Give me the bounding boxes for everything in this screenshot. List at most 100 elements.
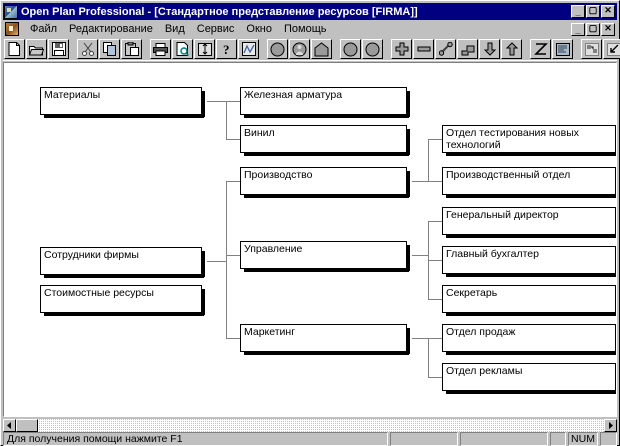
restore-button[interactable]: ▢	[586, 5, 600, 18]
toolbar: ?	[3, 38, 620, 61]
diagram-node-label: Генеральный директор	[446, 209, 559, 221]
layout-icon[interactable]	[581, 39, 602, 59]
connector-line	[226, 181, 241, 182]
window-title: Open Plan Professional - [Стандартное пр…	[21, 5, 418, 18]
diagram-node-rebar[interactable]: Железная арматура	[240, 87, 410, 118]
network-icon[interactable]	[238, 39, 259, 59]
mdi-close-button[interactable]: ✕	[601, 22, 615, 36]
connector-line	[428, 299, 443, 300]
connector-line	[412, 338, 429, 339]
scrollbar-track[interactable]	[16, 419, 604, 432]
cut-scissors-icon[interactable]	[77, 39, 98, 59]
resource-person-icon[interactable]	[289, 39, 310, 59]
step-icon[interactable]	[457, 39, 478, 59]
scroll-left-icon[interactable]	[3, 419, 16, 432]
diagram-node-salesdept[interactable]: Отдел продаж	[442, 324, 616, 355]
add-plus-icon[interactable]	[391, 39, 412, 59]
connector-line	[226, 338, 241, 339]
scroll-right-icon[interactable]	[604, 419, 617, 432]
connector-line	[412, 255, 429, 256]
status-message: Для получения помощи нажмите F1	[3, 432, 388, 446]
connector-line	[428, 338, 429, 377]
connector-line	[428, 139, 443, 140]
zigzag-icon[interactable]	[530, 39, 551, 59]
connector-line	[226, 139, 241, 140]
menu-item-file[interactable]: Файл	[30, 23, 58, 35]
connector-line	[428, 221, 443, 222]
status-badge-num: NUM	[568, 432, 598, 446]
connector-line	[428, 260, 443, 261]
status-pane-4	[550, 432, 566, 446]
connector-line	[226, 255, 241, 256]
help-question-icon[interactable]: ?	[216, 39, 237, 59]
report-icon[interactable]	[552, 39, 573, 59]
diagram-node-label: Производство	[244, 169, 313, 181]
mdi-restore-button[interactable]: ▢	[586, 22, 600, 36]
diagram-node-label: Управление	[244, 243, 303, 255]
diagram-node-label: Сотрудники фирмы	[44, 249, 139, 261]
close-button[interactable]: ✕	[601, 5, 615, 18]
diagram-node-label: Стоимостные ресурсы	[44, 287, 154, 299]
diagram-node-label: Отдел тестирования новых технологий	[446, 127, 580, 151]
new-file-icon[interactable]	[4, 39, 25, 59]
move-up-icon[interactable]	[501, 39, 522, 59]
print-icon[interactable]	[150, 39, 171, 59]
diagram-node-costres[interactable]: Стоимостные ресурсы	[40, 285, 205, 316]
connector-line	[428, 181, 443, 182]
diagram-node-ceo[interactable]: Генеральный директор	[442, 207, 616, 238]
resource-circle-icon[interactable]	[267, 39, 288, 59]
connector-line	[428, 139, 429, 181]
filled-circle-2-icon[interactable]	[362, 39, 383, 59]
status-pane-2	[390, 432, 458, 446]
diagram-node-staff[interactable]: Сотрудники фирмы	[40, 247, 205, 278]
mdi-minimize-button[interactable]: _	[571, 22, 585, 36]
resource-shape-icon[interactable]	[311, 39, 332, 59]
connector-line	[428, 338, 443, 339]
copy-icon[interactable]	[99, 39, 120, 59]
scrollbar-thumb[interactable]	[16, 419, 38, 432]
diagram-node-materials[interactable]: Материалы	[40, 87, 205, 118]
diagram-node-testdept[interactable]: Отдел тестирования новых технологий	[442, 125, 616, 156]
paste-icon[interactable]	[121, 39, 142, 59]
minimize-button[interactable]: _	[571, 5, 585, 18]
connector-line	[412, 181, 429, 182]
window-controls: _ ▢ ✕	[571, 5, 615, 18]
move-down-icon[interactable]	[479, 39, 500, 59]
status-bar: Для получения помощи нажмите F1 NUM	[3, 432, 617, 446]
mdi-child-controls: _ ▢ ✕	[571, 22, 615, 36]
connector-line	[226, 181, 227, 338]
link-icon[interactable]	[435, 39, 456, 59]
connector-line	[207, 101, 227, 102]
app-icon	[4, 4, 18, 19]
diagram-node-label: Главный бухгалтер	[446, 248, 539, 260]
horizontal-scrollbar[interactable]	[3, 419, 617, 432]
sort-icon[interactable]	[194, 39, 215, 59]
diagram-node-adsdept[interactable]: Отдел рекламы	[442, 363, 616, 394]
save-disk-icon[interactable]	[48, 39, 69, 59]
menu-item-view[interactable]: Вид	[164, 23, 185, 35]
print-preview-icon[interactable]	[172, 39, 193, 59]
diagram-node-marketing[interactable]: Маркетинг	[240, 324, 410, 355]
document-icon[interactable]	[5, 22, 19, 36]
diagram-node-vinyl[interactable]: Винил	[240, 125, 410, 156]
diagram-node-accountant[interactable]: Главный бухгалтер	[442, 246, 616, 277]
open-folder-icon[interactable]	[26, 39, 47, 59]
diagram-node-management[interactable]: Управление	[240, 241, 410, 272]
filled-circle-icon[interactable]	[340, 39, 361, 59]
connector-line	[207, 261, 227, 262]
connector-line	[226, 101, 241, 102]
menu-item-tools[interactable]: Сервис	[196, 23, 235, 35]
menu-item-help[interactable]: Помощь	[283, 23, 327, 35]
menu-item-window[interactable]: Окно	[246, 23, 272, 35]
svg-text:?: ?	[223, 42, 230, 56]
menu-bar: Файл Редактирование Вид Сервис Окно Помо…	[3, 21, 617, 37]
remove-minus-icon[interactable]	[413, 39, 434, 59]
diagram-node-production[interactable]: Производство	[240, 167, 410, 198]
arrow-corner-icon[interactable]	[603, 39, 620, 59]
diagram-node-proddept[interactable]: Производственный отдел	[442, 167, 616, 198]
diagram-node-secretary[interactable]: Секретарь	[442, 285, 616, 316]
menu-item-edit[interactable]: Редактирование	[69, 23, 153, 35]
